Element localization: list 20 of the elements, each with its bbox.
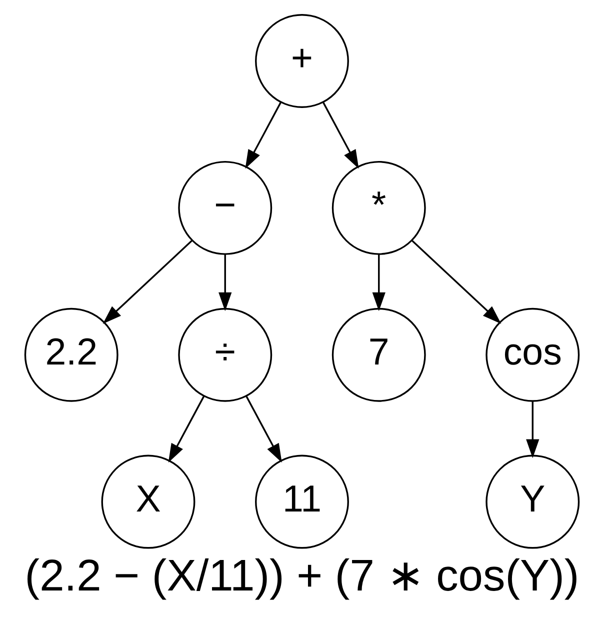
node-circle: −: [178, 160, 272, 255]
node-circle: Y: [485, 454, 580, 549]
arrow: [168, 396, 204, 463]
node-circle: X: [100, 454, 195, 549]
node-circle: cos: [485, 308, 580, 402]
node-circle: 2.2: [24, 308, 118, 402]
arrow: [411, 240, 501, 324]
arrow: [218, 254, 232, 312]
arrow: [102, 240, 192, 324]
arrow: [526, 401, 539, 458]
node-circle: 11: [254, 454, 348, 549]
node-circle: +: [254, 14, 348, 108]
node-circle: *: [331, 160, 426, 255]
arrow: [372, 254, 385, 312]
node-circle: ÷: [178, 308, 272, 402]
node-circle: 7: [331, 308, 426, 402]
arrow: [322, 102, 358, 169]
caption: (2.2 − (X/11)) + (7 ∗ cos(Y)): [24, 551, 579, 600]
arrow: [245, 396, 282, 463]
arrow: [244, 102, 281, 169]
